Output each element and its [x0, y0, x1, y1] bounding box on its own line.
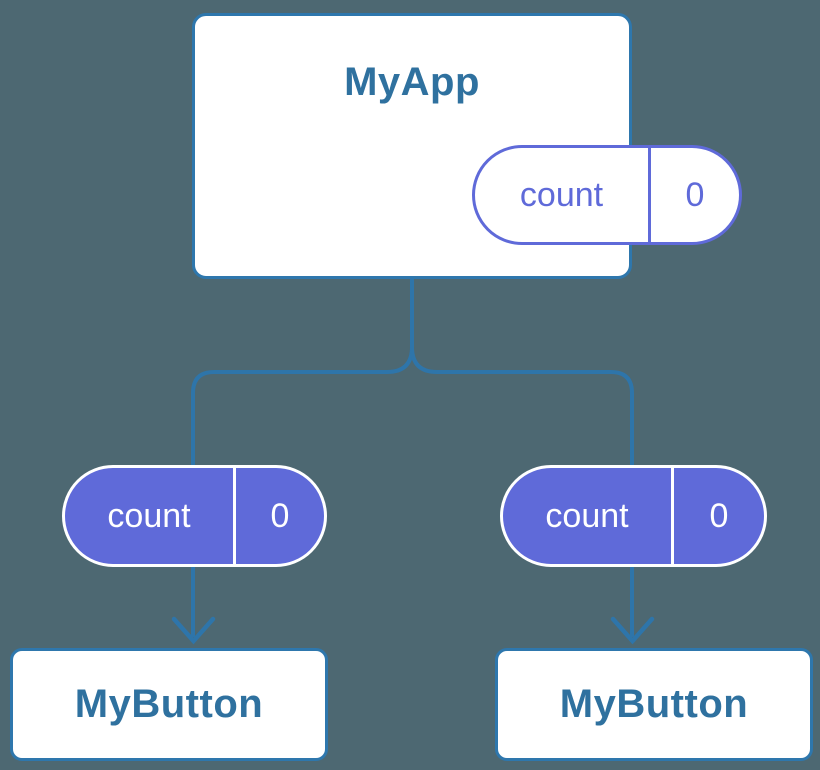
state-pill-left-child: count 0: [62, 465, 327, 567]
state-value-label: 0: [233, 468, 324, 564]
arrow-down-icon: [171, 616, 216, 645]
state-key-label: count: [519, 175, 604, 214]
edge-root-to-right-child: [410, 279, 634, 637]
node-mybutton-title: MyButton: [74, 682, 264, 726]
node-myapp-title: MyApp: [344, 60, 480, 104]
state-pill-myapp: count 0: [472, 145, 742, 245]
arrow-down-icon: [610, 616, 655, 645]
state-key-label: count: [545, 496, 629, 535]
state-value-label: 0: [648, 148, 739, 242]
state-value-label: 0: [671, 468, 764, 564]
node-myapp: MyApp count 0: [192, 13, 742, 279]
state-pill-right-child: count 0: [500, 465, 767, 567]
state-key-label: count: [107, 496, 191, 535]
node-mybutton-right: MyButton: [495, 648, 813, 761]
node-mybutton-title: MyButton: [559, 682, 749, 726]
edge-root-to-left-child: [191, 279, 414, 637]
node-mybutton-left: MyButton: [10, 648, 328, 761]
